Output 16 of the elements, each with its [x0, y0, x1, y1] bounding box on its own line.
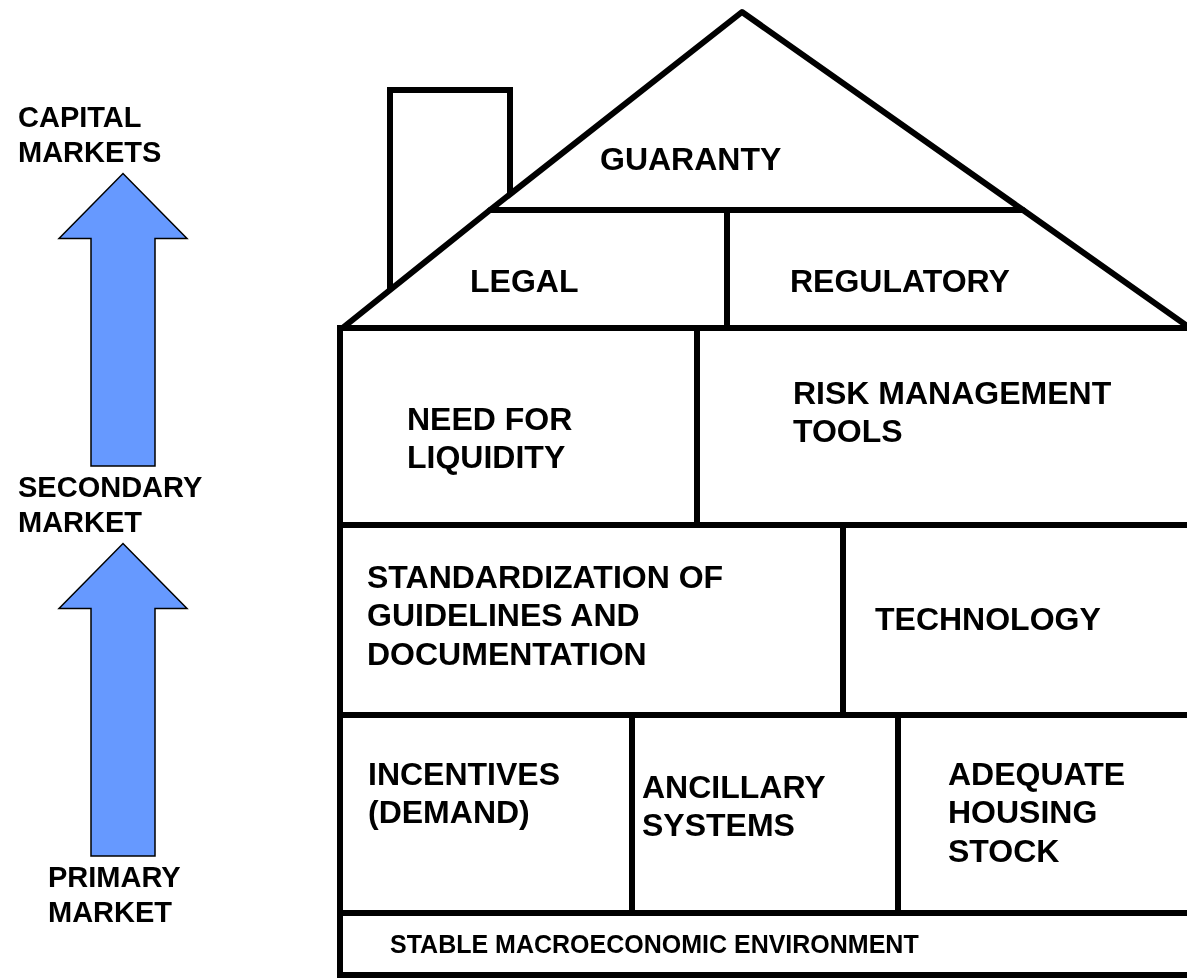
- section-label: TECHNOLOGY: [875, 600, 1102, 639]
- market-label: PRIMARY MARKET: [48, 860, 182, 930]
- section-label: ADEQUATE HOUSING STOCK: [948, 755, 1127, 871]
- section-label: ANCILLARY SYSTEMS: [642, 768, 827, 845]
- section-label: INCENTIVES (DEMAND): [368, 755, 562, 832]
- section-label: LEGAL: [470, 262, 580, 301]
- section-label: RISK MANAGEMENT TOOLS: [793, 374, 1113, 451]
- block-arrow: [57, 542, 189, 857]
- section-label: STABLE MACROECONOMIC ENVIRONMENT: [390, 929, 920, 959]
- block-arrow: [57, 172, 189, 467]
- section-label: NEED FOR LIQUIDITY: [407, 400, 574, 477]
- section-label: GUARANTY: [600, 140, 783, 179]
- section-label: STANDARDIZATION OF GUIDELINES AND DOCUMENTATION: [367, 558, 725, 674]
- market-label: CAPITAL MARKETS: [18, 100, 163, 170]
- section-label: REGULATORY: [790, 262, 1011, 301]
- market-label: SECONDARY MARKET: [18, 470, 203, 540]
